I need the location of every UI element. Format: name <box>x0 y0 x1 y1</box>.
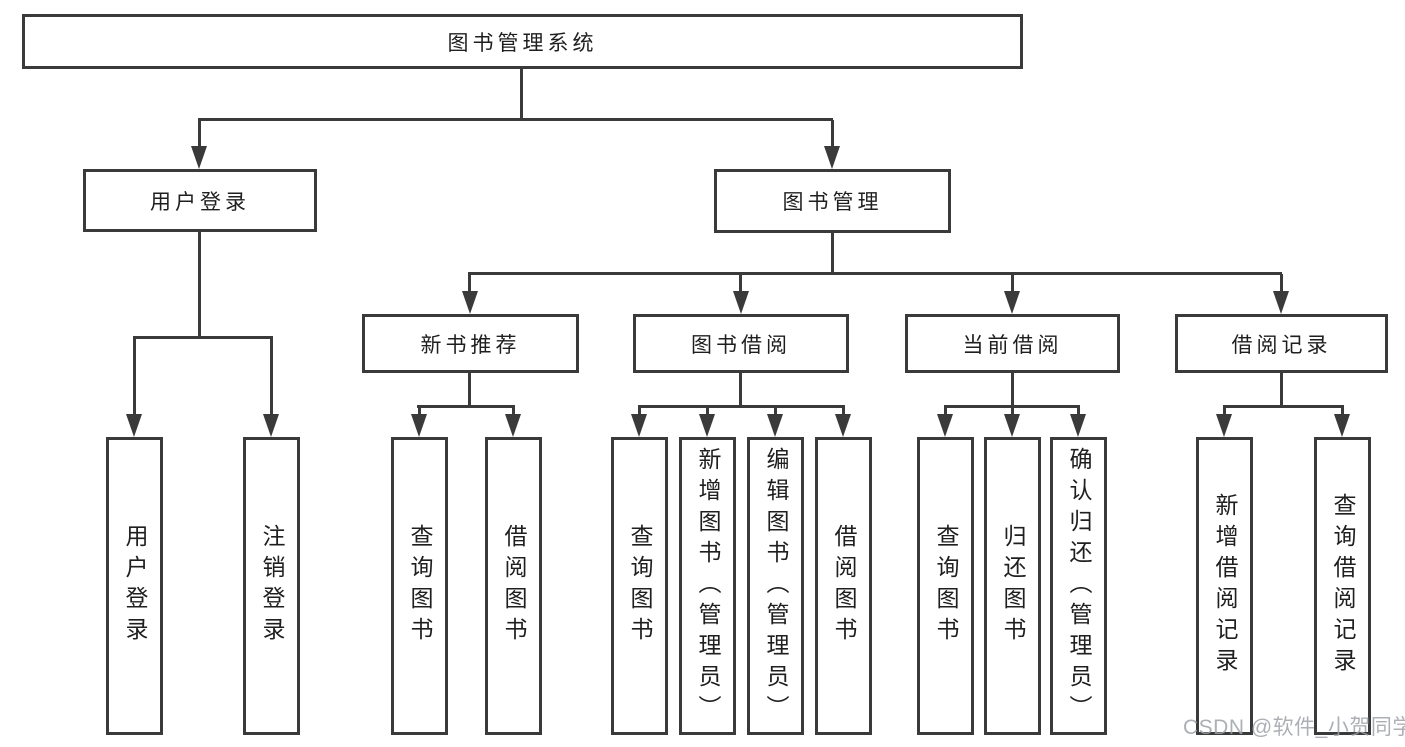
connector-line <box>418 407 421 416</box>
leaf-bb-edit-books-admin: 编辑图书（管理员） <box>747 437 804 735</box>
arrow-down-icon <box>1273 291 1289 314</box>
connector-line <box>198 120 201 148</box>
leaf-br-query-record: 查询借阅记录 <box>1314 437 1371 735</box>
connector-line <box>638 405 845 408</box>
connector-line <box>133 336 273 339</box>
leaf-bb-query-books: 查询图书 <box>611 437 668 735</box>
leaf-br-query-record-label: 查询借阅记录 <box>1330 493 1356 679</box>
connector-line <box>1011 274 1014 293</box>
connector-line <box>1341 407 1344 416</box>
connector-line <box>468 372 471 408</box>
connector-line <box>468 272 1282 275</box>
arrow-down-icon <box>767 414 783 437</box>
connector-line <box>831 120 834 148</box>
connector-line <box>706 407 709 416</box>
arrow-down-icon <box>263 414 279 437</box>
arrow-down-icon <box>1216 414 1232 437</box>
node-book-management: 图书管理 <box>714 169 951 233</box>
node-book-borrowing: 图书借阅 <box>633 314 849 373</box>
node-new-book-recommend-label: 新书推荐 <box>420 333 521 357</box>
connector-line <box>774 407 777 416</box>
arrow-down-icon <box>411 414 427 437</box>
connector-line <box>512 407 515 416</box>
leaf-cb-return-books-label: 归还图书 <box>1000 524 1026 648</box>
arrow-down-icon <box>505 414 521 437</box>
leaf-bb-add-books-admin-label: 新增图书（管理员） <box>695 446 721 726</box>
leaf-cb-confirm-return-admin-label: 确认归还（管理员） <box>1066 446 1092 726</box>
arrow-down-icon <box>733 291 749 314</box>
connector-line <box>198 118 833 121</box>
leaf-nb-query-books: 查询图书 <box>391 437 448 735</box>
arrow-down-icon <box>1004 291 1020 314</box>
leaf-logout: 注销登录 <box>243 437 300 735</box>
leaf-bb-add-books-admin: 新增图书（管理员） <box>679 437 736 735</box>
arrow-down-icon <box>1004 414 1020 437</box>
leaf-user-login: 用户登录 <box>106 437 163 735</box>
node-current-borrowing-label: 当前借阅 <box>962 333 1063 357</box>
arrow-down-icon <box>191 146 207 169</box>
connector-line <box>1223 405 1344 408</box>
connector-line <box>1280 372 1283 408</box>
node-borrowing-records-label: 借阅记录 <box>1231 333 1332 357</box>
connector-line <box>944 405 1080 408</box>
arrow-down-icon <box>1334 414 1350 437</box>
connector-line <box>842 407 845 416</box>
connector-line <box>468 274 471 293</box>
node-new-book-recommend: 新书推荐 <box>362 314 579 373</box>
node-current-borrowing: 当前借阅 <box>905 314 1120 373</box>
arrow-down-icon <box>835 414 851 437</box>
leaf-bb-query-books-label: 查询图书 <box>627 524 653 648</box>
connector-line <box>739 274 742 293</box>
node-book-management-label: 图书管理 <box>782 191 883 214</box>
leaf-cb-query-books: 查询图书 <box>917 437 974 735</box>
connector-line <box>1223 407 1226 416</box>
leaf-bb-borrow-books: 借阅图书 <box>815 437 872 735</box>
leaf-nb-borrow-books-label: 借阅图书 <box>501 524 527 648</box>
connector-line <box>944 407 947 416</box>
connector-line <box>198 232 201 338</box>
leaf-logout-label: 注销登录 <box>259 524 285 648</box>
arrow-down-icon <box>824 146 840 169</box>
arrow-down-icon <box>462 291 478 314</box>
arrow-down-icon <box>699 414 715 437</box>
connector-line <box>1011 407 1014 416</box>
node-borrowing-records: 借阅记录 <box>1175 314 1388 373</box>
connector-line <box>831 232 834 274</box>
arrow-down-icon <box>937 414 953 437</box>
node-user-login: 用户登录 <box>83 169 317 232</box>
arrow-down-icon <box>1070 414 1086 437</box>
leaf-br-add-record-label: 新增借阅记录 <box>1212 493 1238 679</box>
connector-line <box>739 372 742 408</box>
connector-line <box>520 68 523 120</box>
connector-line <box>1077 407 1080 416</box>
node-user-login-label: 用户登录 <box>150 190 250 214</box>
connector-line <box>270 338 273 416</box>
connector-line <box>638 407 641 416</box>
arrow-down-icon <box>126 414 142 437</box>
node-root-label: 图书管理系统 <box>447 31 598 55</box>
connector-line <box>417 405 515 408</box>
leaf-br-add-record: 新增借阅记录 <box>1196 437 1253 735</box>
connector-line <box>1280 274 1283 293</box>
connector-line <box>1011 372 1014 408</box>
leaf-cb-confirm-return-admin: 确认归还（管理员） <box>1050 437 1107 735</box>
leaf-nb-query-books-label: 查询图书 <box>407 524 433 648</box>
leaf-user-login-label: 用户登录 <box>122 524 148 648</box>
leaf-bb-edit-books-admin-label: 编辑图书（管理员） <box>763 446 789 726</box>
leaf-cb-query-books-label: 查询图书 <box>933 524 959 648</box>
connector-line <box>133 338 136 416</box>
arrow-down-icon <box>631 414 647 437</box>
leaf-nb-borrow-books: 借阅图书 <box>485 437 542 735</box>
leaf-bb-borrow-books-label: 借阅图书 <box>831 524 857 648</box>
leaf-cb-return-books: 归还图书 <box>984 437 1041 735</box>
node-book-borrowing-label: 图书借阅 <box>691 333 791 357</box>
node-root: 图书管理系统 <box>22 14 1023 69</box>
